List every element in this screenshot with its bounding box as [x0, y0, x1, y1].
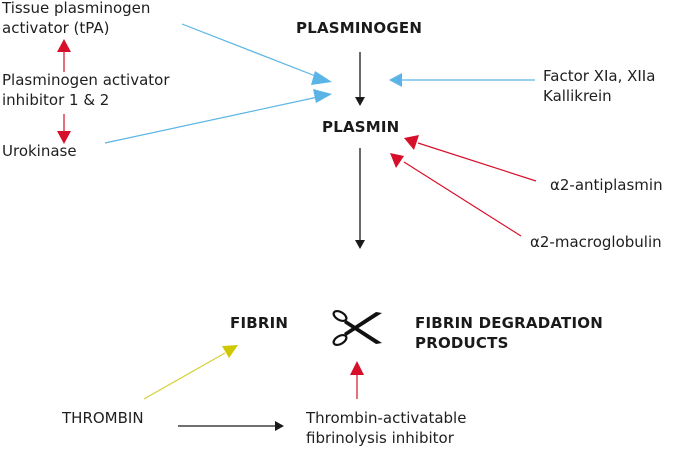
- tpa-label-line1: Tissue plasminogen: [2, 0, 151, 17]
- urokinase-activation-arrow: [104, 89, 332, 144]
- fdp-label-line2: PRODUCTS: [415, 334, 509, 352]
- plasminogen-to-plasmin-arrow: [355, 52, 365, 106]
- fibrin-label: FIBRIN: [230, 314, 289, 332]
- pai-label-line1: Plasminogen activator: [2, 71, 170, 89]
- plasminogen-label: PLASMINOGEN: [296, 19, 423, 37]
- pai-label: Plasminogen activator inhibitor 1 & 2: [2, 70, 170, 110]
- thrombin-label: THROMBIN: [62, 409, 144, 427]
- factors-label-line1: Factor XIa, XIIa: [543, 67, 656, 85]
- tafi-label-line2: fibrinolysis inhibitor: [306, 429, 454, 447]
- macroglobulin-label: α2-macroglobulin: [530, 233, 662, 251]
- tafi-inhibition-arrow: [350, 361, 364, 399]
- fibrin-degradation-products-label: FIBRIN DEGRADATION PRODUCTS: [415, 313, 603, 353]
- factors-label: Factor XIa, XIIa Kallikrein: [543, 66, 655, 106]
- tpa-label: Tissue plasminogen activator (tPA): [2, 0, 150, 38]
- tafi-label: Thrombin-activatable fibrinolysis inhibi…: [306, 408, 466, 448]
- factors-activation-arrow: [389, 73, 535, 87]
- tpa-label-line2: activator (tPA): [2, 19, 110, 37]
- fdp-label-line1: FIBRIN DEGRADATION: [415, 314, 603, 332]
- macroglobulin-inhibition-arrow: [390, 153, 522, 237]
- pai-to-tpa-inhibition-arrow: [57, 39, 71, 72]
- factors-label-line2: Kallikrein: [543, 87, 612, 105]
- pai-to-urokinase-inhibition-arrow: [57, 114, 71, 144]
- antiplasmin-inhibition-arrow: [404, 135, 537, 182]
- pai-label-line2: inhibitor 1 & 2: [2, 91, 110, 109]
- tpa-activation-arrow: [181, 23, 332, 85]
- plasmin-label: PLASMIN: [322, 118, 400, 136]
- tafi-label-line1: Thrombin-activatable: [306, 409, 467, 427]
- scissors-icon: [332, 309, 382, 347]
- thrombin-to-tafi-arrow: [178, 421, 284, 431]
- antiplasmin-label: α2-antiplasmin: [550, 176, 663, 194]
- thrombin-to-fibrin-arrow: [143, 345, 238, 400]
- plasmin-to-fibrin-arrow: [355, 148, 365, 249]
- urokinase-label: Urokinase: [2, 142, 77, 160]
